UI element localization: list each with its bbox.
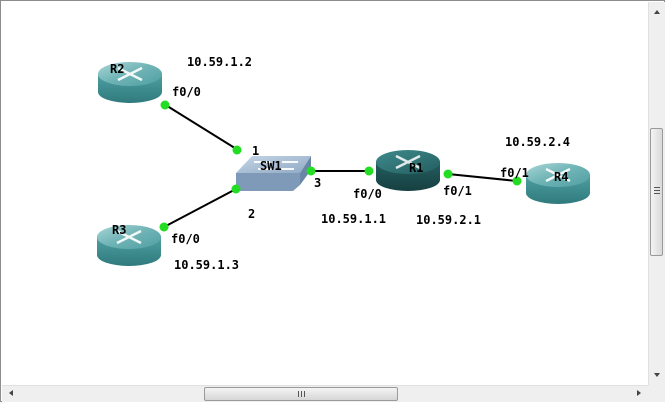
ip-label-r2: 10.59.1.2 — [187, 55, 252, 69]
topology-canvas[interactable]: R2 R3 SW1 — [2, 2, 648, 385]
router-label-r3: R3 — [112, 223, 126, 237]
port-label-sw1-1: 1 — [252, 144, 259, 158]
grip-icon — [298, 391, 305, 397]
scroll-left-arrow-icon[interactable] — [9, 390, 13, 396]
switch-label-sw1: SW1 — [260, 159, 282, 173]
router-label-r4: R4 — [554, 170, 568, 184]
router-r2[interactable]: R2 — [98, 62, 162, 103]
router-r1[interactable]: R1 — [376, 150, 440, 191]
link-r3-sw1[interactable] — [163, 188, 237, 228]
port-label-sw1-3: 3 — [314, 176, 321, 190]
grip-icon — [654, 187, 660, 195]
ip-label-r1-f00: 10.59.1.1 — [321, 212, 386, 226]
scroll-up-arrow-icon[interactable] — [654, 10, 660, 14]
router-arrows-icon — [116, 229, 142, 245]
port-label-r1-f00: f0/0 — [353, 187, 382, 201]
router-r4[interactable]: R4 — [526, 163, 590, 204]
port-label-sw1-2: 2 — [248, 207, 255, 221]
vertical-scrollbar[interactable] — [648, 2, 665, 385]
router-label-r1: R1 — [409, 161, 423, 175]
router-arrows-icon — [395, 154, 421, 170]
port-label-r1-f01: f0/1 — [443, 184, 472, 198]
port-status-r4-f01 — [512, 176, 522, 186]
port-status-r3-f00 — [159, 222, 169, 232]
scroll-right-arrow-icon[interactable] — [637, 390, 641, 396]
switch-arrows-icon — [254, 161, 298, 170]
port-label-r4: f0/1 — [500, 166, 529, 180]
scrollbar-corner — [648, 385, 665, 402]
horizontal-scroll-thumb[interactable] — [204, 387, 398, 401]
port-status-sw1-2 — [231, 184, 241, 194]
router-arrows-icon — [117, 66, 143, 82]
port-status-r1-f00 — [364, 166, 374, 176]
port-label-r2: f0/0 — [172, 85, 201, 99]
link-r1-r4[interactable] — [447, 173, 518, 182]
scroll-down-arrow-icon[interactable] — [654, 373, 660, 377]
port-status-r2-f00 — [160, 100, 170, 110]
ip-label-r3: 10.59.1.3 — [174, 258, 239, 272]
switch-sw1[interactable]: SW1 — [236, 156, 311, 191]
port-status-sw1-3 — [306, 166, 316, 176]
horizontal-scrollbar[interactable] — [2, 385, 648, 402]
ip-label-r4: 10.59.2.4 — [505, 135, 570, 149]
port-label-r3: f0/0 — [171, 232, 200, 246]
router-r3[interactable]: R3 — [97, 223, 161, 266]
ip-label-r1-f01: 10.59.2.1 — [416, 213, 481, 227]
router-label-r2: R2 — [110, 62, 124, 76]
link-r2-sw1[interactable] — [163, 103, 239, 151]
vertical-scroll-thumb[interactable] — [650, 128, 663, 256]
router-arrows-icon — [545, 167, 571, 183]
port-status-r1-f01 — [443, 169, 453, 179]
topology-diagram: R2 R3 SW1 — [97, 55, 590, 272]
port-status-sw1-1 — [232, 145, 242, 155]
